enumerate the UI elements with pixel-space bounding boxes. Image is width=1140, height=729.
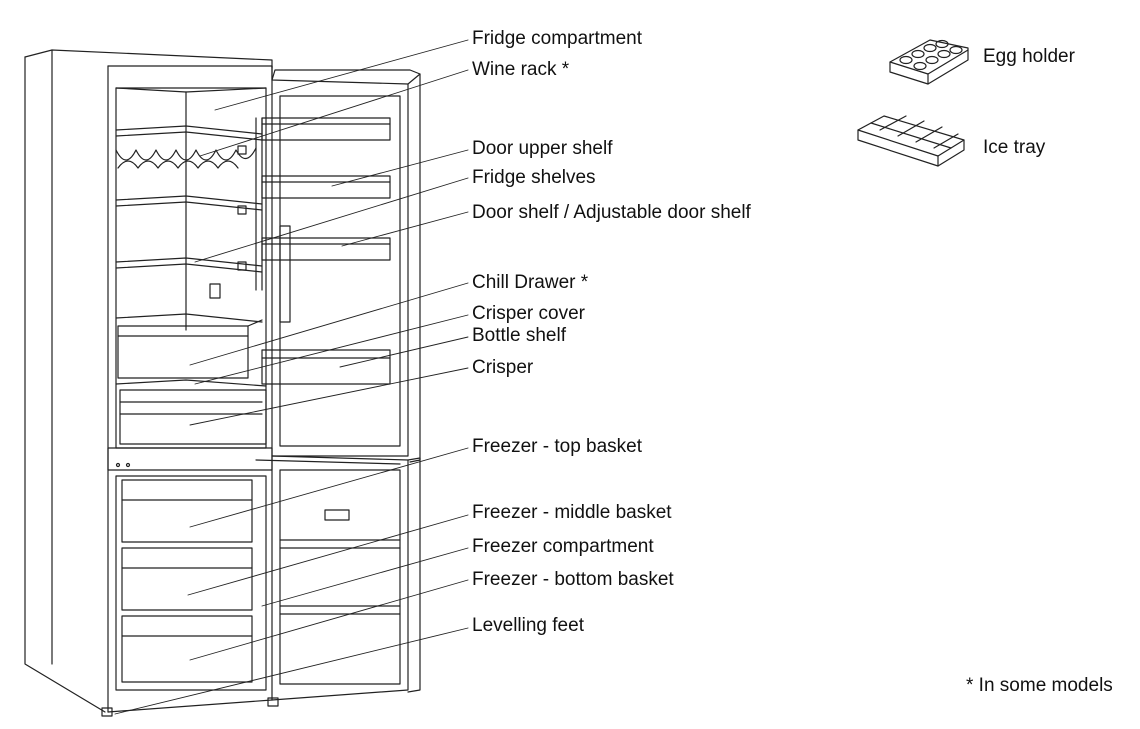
label-freezer-top-basket: Freezer - top basket — [472, 436, 643, 457]
label-fridge-shelves: Fridge shelves — [472, 167, 596, 188]
label-freezer-middle-basket: Freezer - middle basket — [472, 502, 672, 523]
label-levelling-feet: Levelling feet — [472, 615, 584, 636]
chill-drawer-shape — [118, 320, 262, 378]
label-crisper-cover: Crisper cover — [472, 303, 585, 324]
leader-lines — [115, 40, 468, 714]
label-crisper: Crisper — [472, 357, 534, 378]
freezer-baskets-shape — [122, 480, 252, 682]
fridge-door-shape — [256, 66, 420, 462]
label-freezer-bottom-basket: Freezer - bottom basket — [472, 569, 674, 590]
label-door-shelf: Door shelf / Adjustable door shelf — [472, 202, 751, 223]
label-ice-tray: Ice tray — [983, 137, 1046, 158]
footnote: * In some models — [966, 675, 1113, 696]
crisper-shape — [116, 380, 266, 444]
egg-holder-illustration — [889, 39, 969, 85]
fridge-shelf-lines — [116, 126, 262, 322]
label-bottle-shelf: Bottle shelf — [472, 325, 566, 346]
label-wine-rack: Wine rack * — [472, 59, 570, 80]
label-door-upper-shelf: Door upper shelf — [472, 138, 613, 159]
label-freezer-compartment: Freezer compartment — [472, 536, 654, 557]
ice-tray-illustration — [857, 115, 965, 167]
wine-rack-shape — [116, 148, 256, 168]
label-fridge-compartment: Fridge compartment — [472, 28, 643, 49]
label-chill-drawer: Chill Drawer * — [472, 272, 589, 293]
cabinet-body — [25, 50, 278, 716]
freezer-door-shape — [256, 456, 420, 700]
label-egg-holder: Egg holder — [983, 46, 1075, 67]
